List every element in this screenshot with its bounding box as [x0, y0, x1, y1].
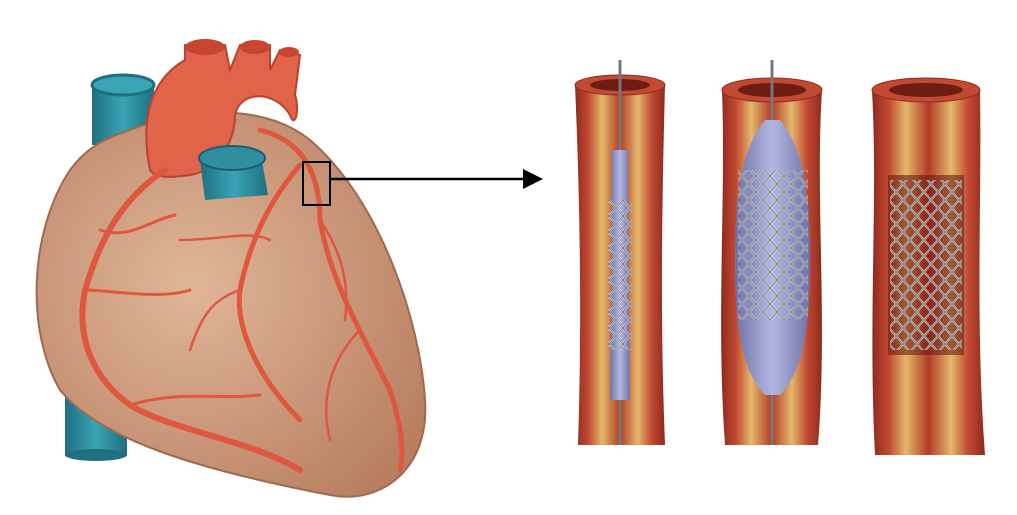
coronary-arteries: [79, 127, 405, 473]
crimped-stent: [608, 200, 632, 350]
vessel-stage-1: [574, 60, 666, 445]
vessel-stage-3: [871, 77, 985, 455]
heart-illustration: [35, 39, 427, 498]
expanded-stent: [738, 170, 808, 320]
highlight-box: [302, 161, 331, 206]
vessel-stage-2: [721, 60, 823, 445]
deployed-stent: [890, 180, 962, 350]
aorta: [145, 44, 302, 178]
arrow: [330, 169, 543, 189]
